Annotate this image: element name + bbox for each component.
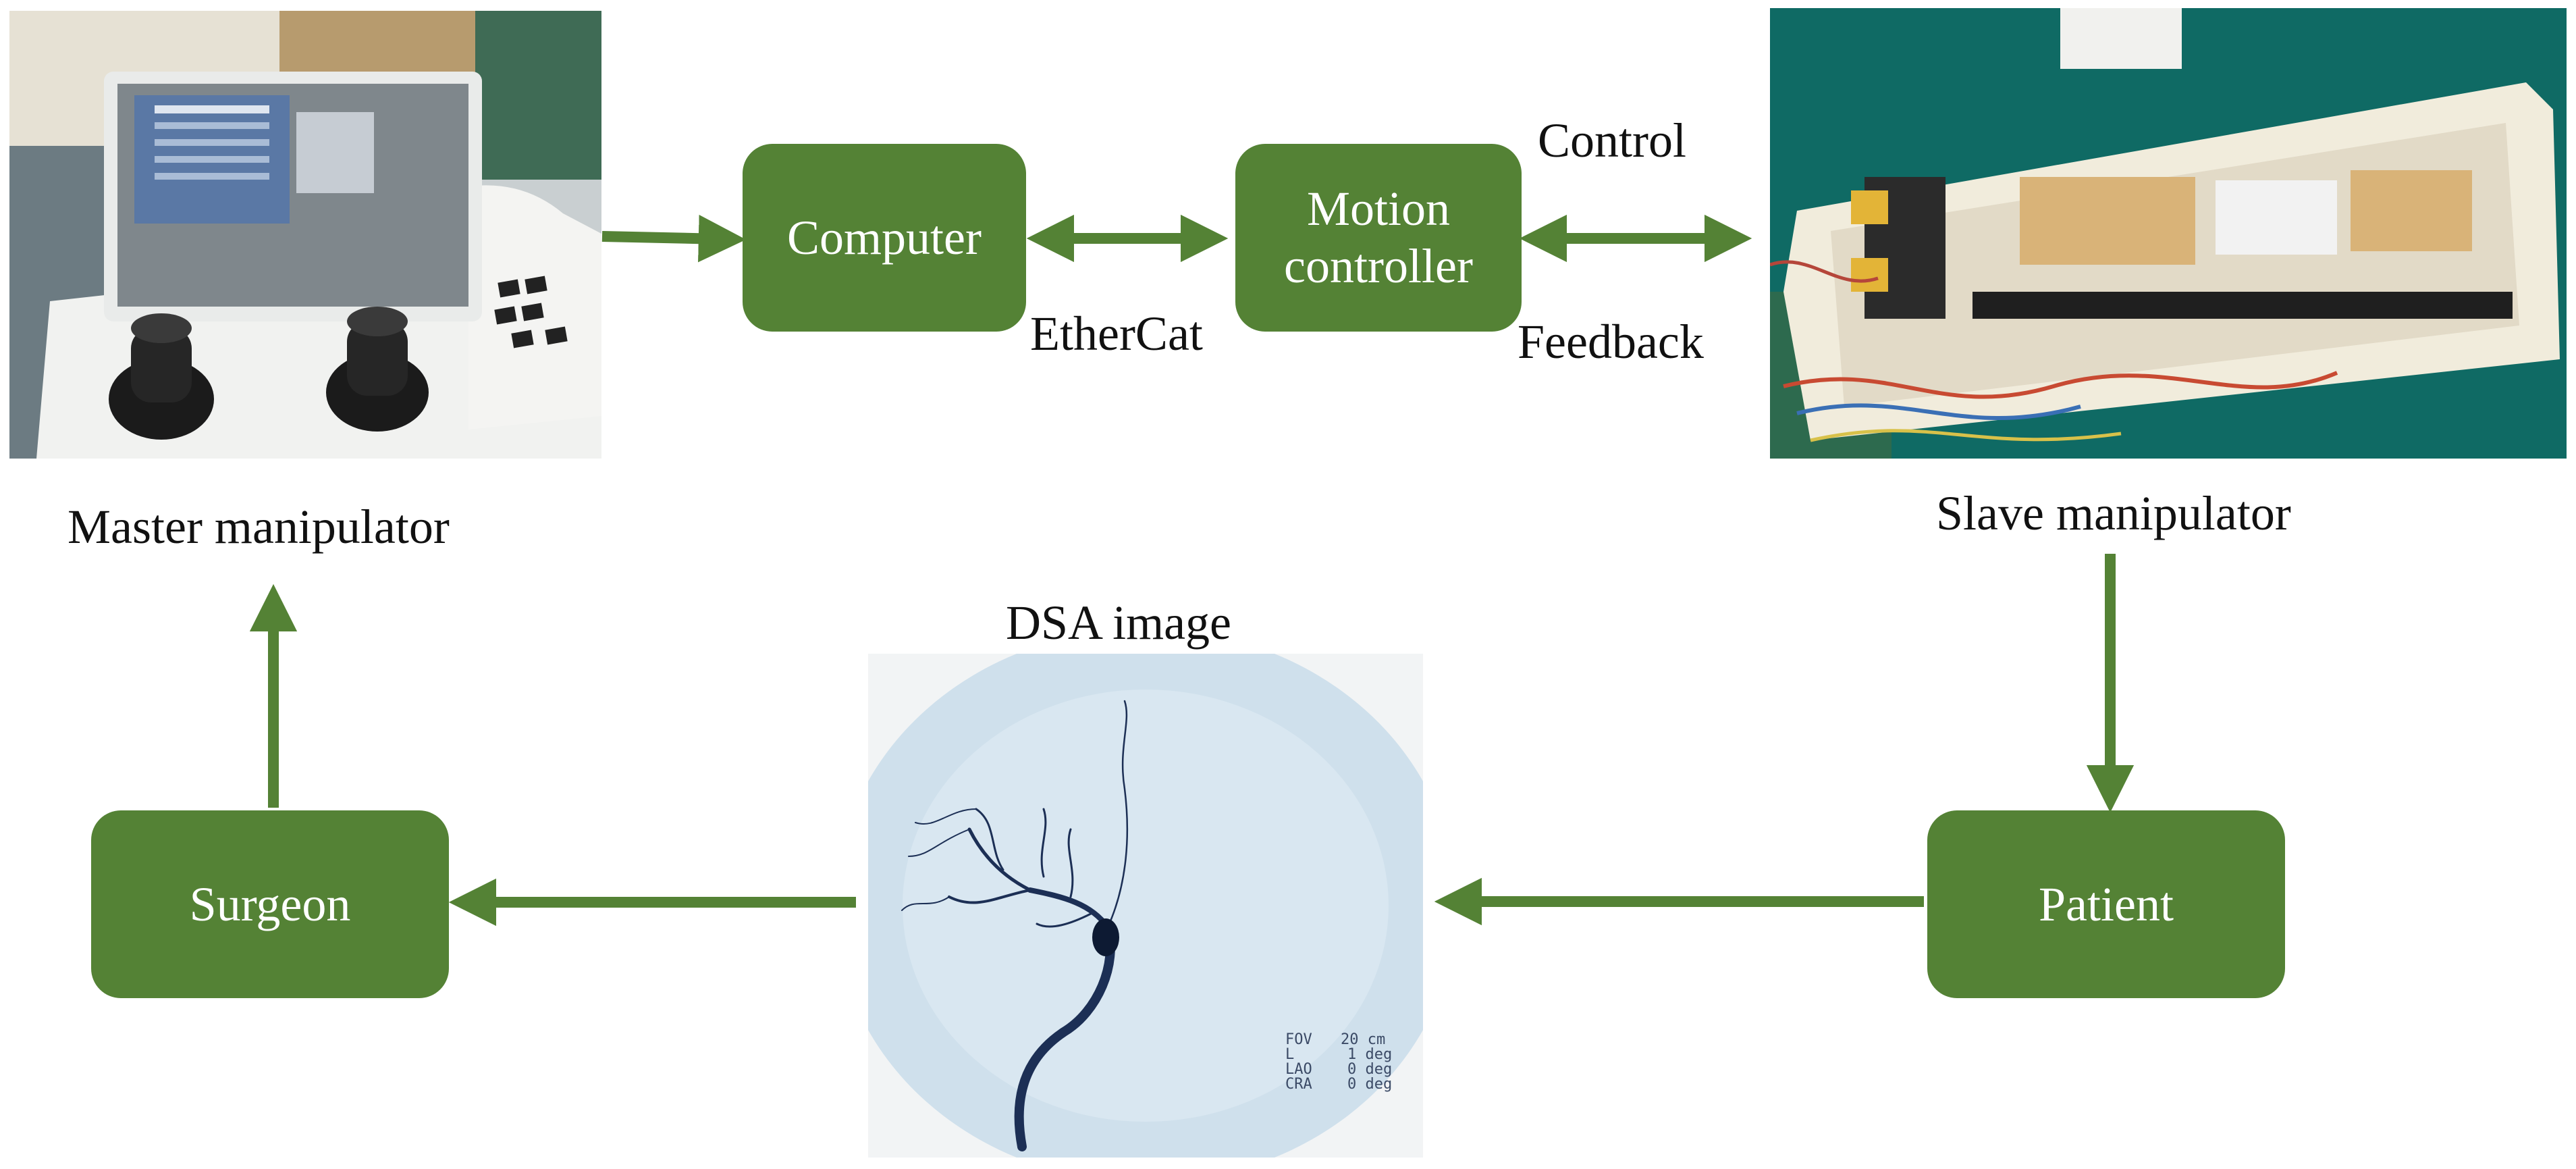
master-manipulator-label: Master manipulator xyxy=(68,500,450,554)
master-manipulator-photo xyxy=(9,11,601,459)
ethercat-label: EtherCat xyxy=(1030,307,1203,361)
motion-controller-node: Motion controller xyxy=(1235,144,1522,332)
patient-label: Patient xyxy=(2039,877,2174,931)
dsa-image: FOV 20 cm L 1 deg LAO 0 deg CRA 0 deg xyxy=(868,654,1423,1158)
dsa-overlay-cra: CRA xyxy=(1285,1076,1312,1093)
computer-node: Computer xyxy=(743,144,1026,332)
motion-controller-label: Motion controller xyxy=(1284,182,1473,293)
slave-manipulator-label: Slave manipulator xyxy=(1936,486,2291,540)
surgeon-node: Surgeon xyxy=(91,810,449,998)
dsa-overlay-lao-value: 0 deg xyxy=(1347,1061,1392,1078)
patient-node: Patient xyxy=(1927,810,2285,998)
dsa-image-label: DSA image xyxy=(1006,596,1231,650)
control-label: Control xyxy=(1538,113,1687,167)
slave-manipulator-photo xyxy=(1770,8,2567,459)
dsa-overlay-l: L xyxy=(1285,1046,1294,1063)
dsa-overlay-cra-value: 0 deg xyxy=(1347,1076,1392,1093)
arrow-master-to-computer xyxy=(601,215,747,263)
computer-label: Computer xyxy=(787,210,982,265)
feedback-label: Feedback xyxy=(1518,315,1704,369)
surgeon-label: Surgeon xyxy=(189,877,351,931)
dsa-overlay-lao: LAO xyxy=(1285,1061,1312,1078)
dsa-overlay-fov: FOV xyxy=(1285,1031,1312,1048)
dsa-overlay-fov-value: 20 cm xyxy=(1341,1031,1385,1048)
dsa-overlay-l-value: 1 deg xyxy=(1347,1046,1392,1063)
